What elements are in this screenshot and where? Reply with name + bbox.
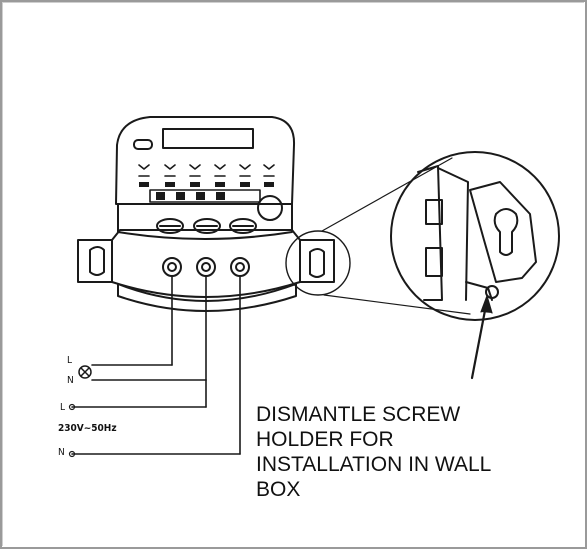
label-neutral-supply: N xyxy=(58,447,65,458)
mounting-ear-left xyxy=(77,239,113,283)
base-lower-edge xyxy=(117,283,297,312)
supply-neutral-terminal xyxy=(68,450,76,458)
terminal-screws-lower xyxy=(162,257,250,277)
terminal-screws-upper xyxy=(156,218,257,234)
rotary-knob xyxy=(257,195,283,221)
detail-keyhole xyxy=(493,208,519,256)
caption-line: DISMANTLE SCREW xyxy=(256,403,461,426)
mode-switch-marks xyxy=(156,192,225,200)
mode-switch-strip xyxy=(149,189,261,203)
detail-tab xyxy=(485,285,499,299)
detail-guide-top xyxy=(321,157,453,232)
timer-device xyxy=(77,116,335,312)
label-line-lamp: L xyxy=(67,355,73,366)
control-panel-outline xyxy=(115,116,296,205)
mounting-ear-right xyxy=(299,239,335,283)
detail-circle xyxy=(390,151,560,321)
caption-line: BOX xyxy=(256,478,301,501)
indicator-light xyxy=(133,139,153,150)
button-row-bottom xyxy=(139,182,274,187)
terminal-block xyxy=(117,203,293,240)
base-housing xyxy=(111,229,301,298)
detail-content xyxy=(417,165,537,301)
detail-source-circle xyxy=(285,230,351,296)
pointer-arrow xyxy=(470,298,489,380)
detail-screw-holder xyxy=(469,181,537,283)
screw-holder-left xyxy=(89,246,105,276)
label-supply-rating: 230V~50Hz xyxy=(58,423,117,434)
label-neutral-lamp: N xyxy=(67,375,74,386)
label-line-supply: L xyxy=(60,402,66,413)
installation-caption: DISMANTLE SCREW HOLDER FOR INSTALLATION … xyxy=(256,402,576,502)
screw-holder-right xyxy=(309,248,325,278)
detail-clip-lower xyxy=(425,247,443,277)
lcd-display xyxy=(162,128,254,149)
wiring xyxy=(71,275,241,455)
detail-clip-upper xyxy=(425,199,443,225)
supply-line-terminal xyxy=(68,403,76,411)
detail-guide-bottom xyxy=(323,294,471,315)
magnified-detail xyxy=(285,151,560,380)
caption-line: INSTALLATION IN WALL xyxy=(256,453,492,476)
caption-line: HOLDER FOR xyxy=(256,428,394,451)
button-row-top xyxy=(138,164,275,170)
lamp-symbol xyxy=(78,365,92,379)
